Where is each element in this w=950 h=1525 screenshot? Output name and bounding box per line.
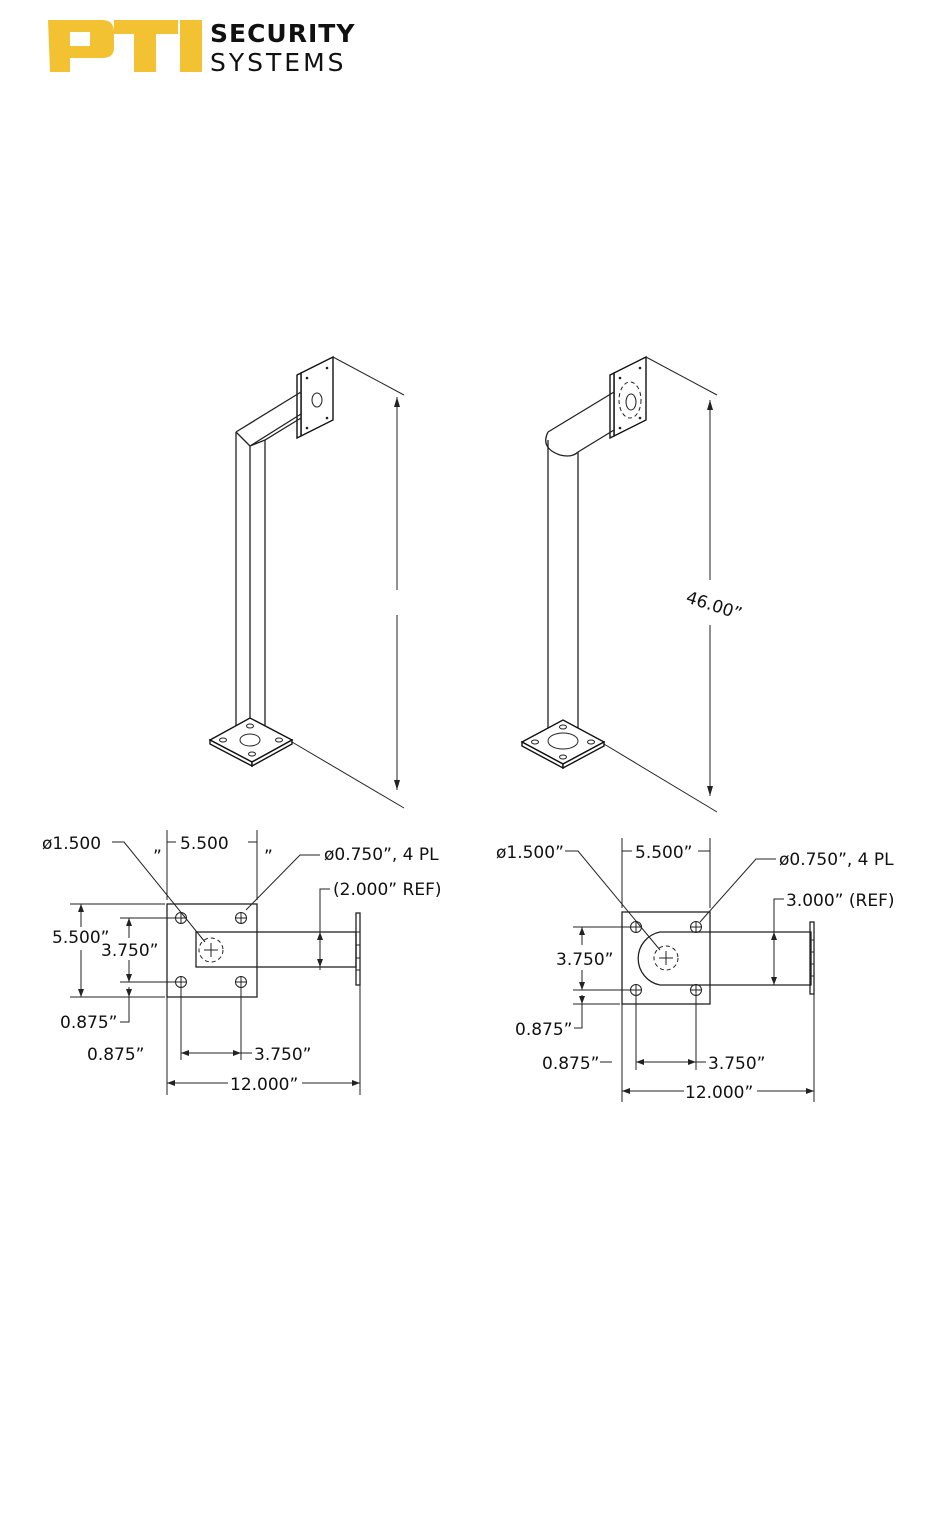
right-face-bolt-3 <box>619 427 622 430</box>
right-arm <box>546 392 614 456</box>
right-vertical-post <box>548 440 578 730</box>
left-plate-height-arrow-bottom <box>78 989 84 997</box>
right-hole-dia-label: ø1.500” <box>496 843 564 863</box>
left-vertical-post <box>236 432 265 735</box>
left-plan-arm <box>196 932 356 967</box>
right-overall-arrow-right <box>806 1088 814 1094</box>
left-hole-dia-label: ø1.500 <box>42 834 101 854</box>
left-plan-view: ø1.500 5.500 ” ” ø0.750”, 4 PL (2.000” R… <box>42 830 441 1095</box>
left-face-bolt-3 <box>306 427 309 430</box>
right-height-ext-bottom <box>604 744 717 812</box>
right-edge-offset-v-dim <box>573 995 620 1028</box>
right-post-isometric: 46.00” <box>522 357 744 812</box>
left-face-bolt-2 <box>326 367 329 370</box>
right-leader-bolt <box>700 859 776 922</box>
left-face-bolt-4 <box>326 417 329 420</box>
left-face-plate <box>301 357 333 436</box>
right-face-bolt-2 <box>639 367 642 370</box>
right-edge-offset-h-label: 0.875” <box>542 1054 599 1074</box>
left-ref-arrow-bottom <box>317 959 323 967</box>
left-tick-left: ” <box>153 847 162 867</box>
right-plan-center-cross <box>659 951 673 965</box>
left-ref-arrow-top <box>317 932 323 940</box>
right-edge-offset-v-label: 0.875” <box>515 1020 572 1040</box>
right-base-plate <box>522 720 604 764</box>
left-top-width-label: 5.500 <box>180 834 229 854</box>
left-bolt-v-arrow-bottom <box>126 974 132 982</box>
right-ref-arrow-top <box>771 932 777 940</box>
left-height-ext-top <box>333 357 404 395</box>
left-height-arrow-bottom <box>394 780 400 790</box>
right-bolt-v-arrow-top <box>579 927 585 935</box>
right-ref-arrow-bottom <box>771 977 777 985</box>
right-ref-bracket <box>774 899 784 985</box>
left-bolt-spacing-h-label: 3.750” <box>254 1045 311 1065</box>
left-bolt-h-arrow-right <box>233 1050 241 1056</box>
left-height-ext-bottom <box>292 742 404 808</box>
left-overall-length-label: 12.000” <box>230 1075 298 1095</box>
left-arm <box>236 392 301 446</box>
right-edge-v-arrow <box>579 996 585 1004</box>
right-overall-arrow-left <box>622 1088 630 1094</box>
left-plate-height-arrow-top <box>78 904 84 912</box>
left-bolt-v-arrow-top <box>126 918 132 926</box>
right-arm-ref-label: 3.000” (REF) <box>786 891 894 911</box>
left-face-bolt-1 <box>306 377 309 380</box>
left-bolt-h-arrow-left <box>181 1050 189 1056</box>
right-plan-face-plate <box>810 922 814 994</box>
left-bolt-dia-label: ø0.750”, 4 PL <box>324 845 439 865</box>
right-bolt-h-arrow-right <box>688 1059 696 1065</box>
left-plan-center-cross <box>204 943 218 957</box>
right-bolt-spacing-v-label: 3.750” <box>556 950 613 970</box>
right-overall-length-label: 12.000” <box>685 1083 753 1103</box>
left-edge-v-arrow <box>126 989 132 997</box>
right-bolt-dia-label: ø0.750”, 4 PL <box>779 850 894 870</box>
right-plan-view: ø1.500” 5.500” ø0.750”, 4 PL 3.000” (REF… <box>496 838 894 1103</box>
right-bolt-v-arrow-bottom <box>579 982 585 990</box>
right-bolt-h-arrow-left <box>636 1059 644 1065</box>
right-bolt-spacing-h-label: 3.750” <box>708 1054 765 1074</box>
right-height-arrow-bottom <box>707 786 713 796</box>
left-post-isometric <box>210 357 404 808</box>
right-face-bolt-4 <box>639 417 642 420</box>
right-face-bolt-1 <box>619 377 622 380</box>
left-bolt-spacing-v-label: 3.750” <box>101 941 158 961</box>
height-dimension-label: 46.00” <box>683 588 744 625</box>
left-base-plate <box>210 718 292 762</box>
right-height-ext-top <box>646 357 717 395</box>
left-arm-ref-label: (2.000” REF) <box>333 880 441 900</box>
left-overall-arrow-right <box>352 1080 360 1086</box>
left-tick-right: ” <box>264 847 273 867</box>
left-plan-face-plate <box>356 913 360 985</box>
left-overall-arrow-left <box>167 1080 175 1086</box>
left-face-plate-edge <box>297 373 301 438</box>
left-ref-bracket <box>320 889 330 970</box>
left-height-arrow-top <box>394 397 400 407</box>
right-leader-hole <box>565 851 660 950</box>
right-top-width-label: 5.500” <box>635 843 692 863</box>
left-edge-offset-h-label: 0.875” <box>87 1045 144 1065</box>
right-face-plate-edge <box>610 373 614 438</box>
right-height-arrow-top <box>707 400 713 410</box>
left-edge-offset-v-label: 0.875” <box>60 1013 117 1033</box>
